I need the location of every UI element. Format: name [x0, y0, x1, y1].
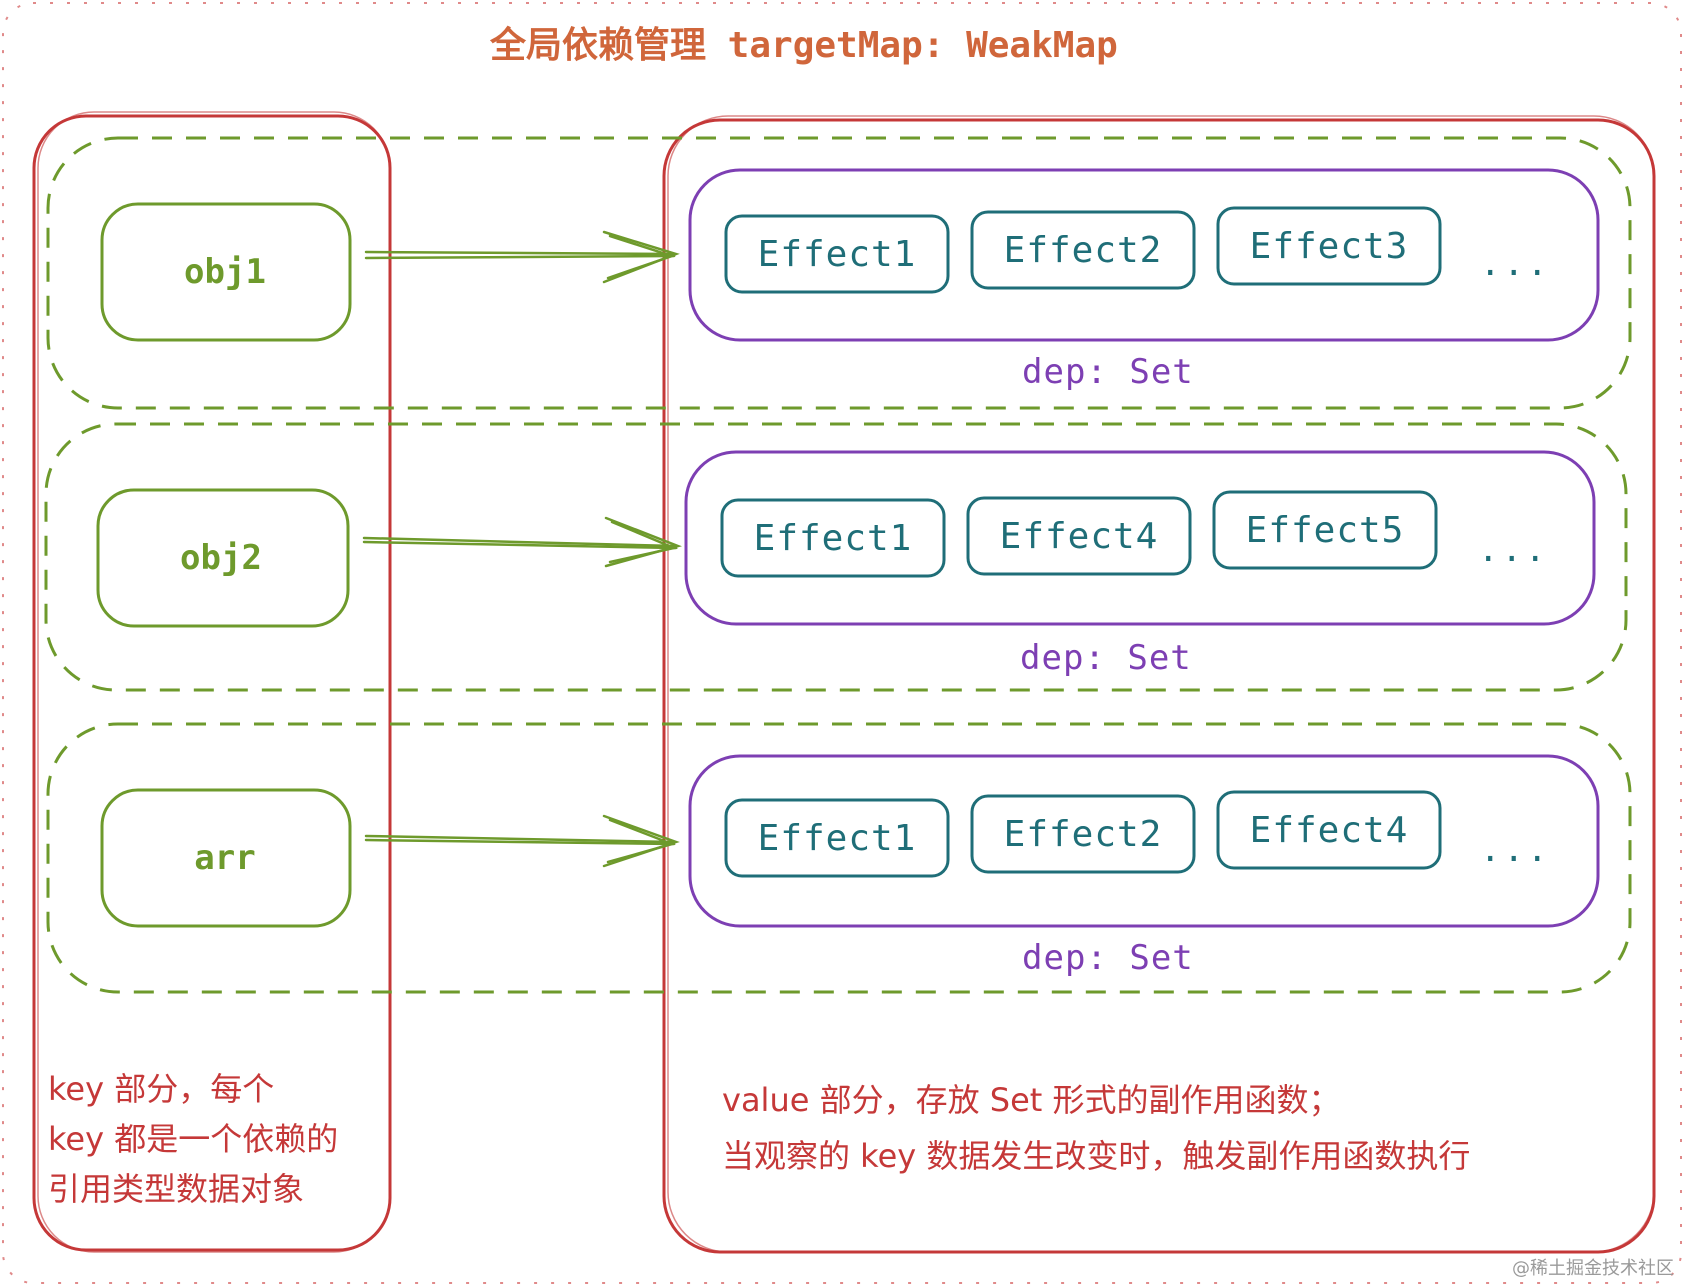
- more-effects-ellipsis: ...: [1480, 244, 1551, 284]
- dep-set-box-3: [688, 754, 1600, 928]
- diagram-title: 全局依赖管理 targetMap: WeakMap: [490, 25, 1118, 66]
- effect-box: Effect1: [757, 233, 917, 275]
- effect-box: Effect4: [1249, 809, 1409, 851]
- effect-box: Effect4: [999, 515, 1159, 557]
- dep-set-label: dep: Set: [1022, 938, 1194, 978]
- key-label-obj2: obj2: [180, 538, 262, 578]
- key-box-obj1: [100, 202, 352, 342]
- key-box-obj2: [96, 488, 350, 628]
- value-note-line: value 部分，存放 Set 形式的副作用函数；: [722, 1081, 1341, 1119]
- dep-set-label: dep: Set: [1022, 352, 1194, 392]
- effect-box: Effect2: [1003, 229, 1163, 271]
- dep-set-label: dep: Set: [1020, 638, 1192, 678]
- key-box-arr: [100, 788, 352, 928]
- watermark: @稀土掘金技术社区: [1512, 1258, 1674, 1279]
- more-effects-ellipsis: ...: [1480, 830, 1551, 870]
- row-group-2: [44, 422, 1628, 692]
- dep-set-box-1: [688, 168, 1600, 342]
- key-note: key 部分，每个 key 都是一个依赖的 引用类型数据对象: [48, 1064, 338, 1214]
- arrow-3: [364, 814, 680, 868]
- arrow-2: [362, 516, 682, 568]
- effect-box: Effect1: [753, 517, 913, 559]
- dep-set-box-2: [684, 450, 1596, 626]
- row-group-3: [46, 722, 1632, 994]
- effect-box: Effect5: [1245, 509, 1405, 551]
- key-label-arr: arr: [194, 838, 256, 878]
- key-note-line: key 都是一个依赖的: [48, 1120, 339, 1158]
- value-note: value 部分，存放 Set 形式的副作用函数； 当观察的 key 数据发生改…: [722, 1072, 1470, 1184]
- key-note-line: key 部分，每个: [48, 1070, 275, 1108]
- effect-box: Effect1: [757, 817, 917, 859]
- arrow-1: [364, 230, 680, 284]
- effect-box: Effect2: [1003, 813, 1163, 855]
- key-label-obj1: obj1: [184, 252, 266, 292]
- effect-box: Effect3: [1249, 225, 1409, 267]
- row-group-1: [46, 136, 1632, 410]
- value-note-line: 当观察的 key 数据发生改变时，触发副作用函数执行: [722, 1137, 1471, 1175]
- key-note-line: 引用类型数据对象: [48, 1170, 305, 1208]
- more-effects-ellipsis: ...: [1478, 530, 1549, 570]
